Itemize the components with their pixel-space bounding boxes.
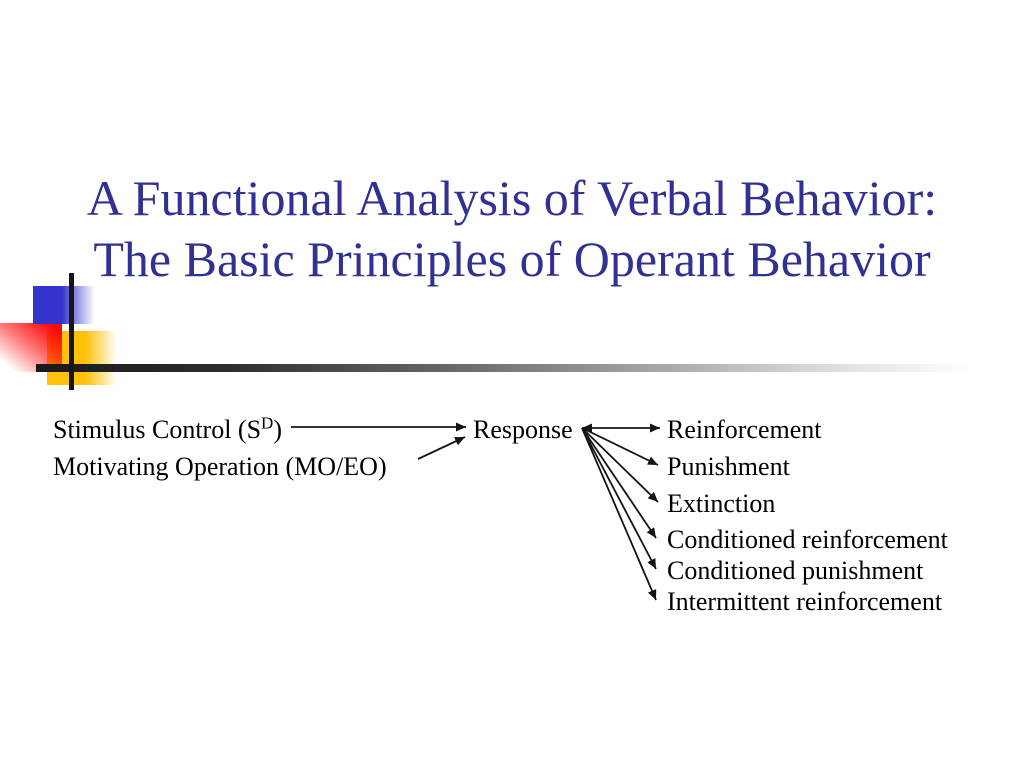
decoration-blue-square: [33, 286, 97, 324]
slide-title-line2: The Basic Principles of Operant Behavior: [93, 231, 931, 287]
arrow-response-to-intermittent-reinforcement: [581, 427, 657, 601]
consequence-label-intermittent-reinforcement: Intermittent reinforcement: [667, 587, 943, 616]
arrow-response-to-punishment: [581, 427, 659, 466]
title-divider-bar: [36, 364, 1000, 372]
consequence-label-conditioned-reinforcement: Conditioned reinforcement: [667, 525, 948, 554]
stimulus-control-prefix: Stimulus Control (S: [53, 415, 262, 444]
stimulus-control-label: Stimulus Control (SD): [53, 414, 282, 446]
response-label: Response: [473, 415, 573, 444]
consequence-label-extinction: Extinction: [667, 489, 776, 518]
stimulus-control-suffix: ): [273, 415, 282, 444]
arrow-motivating-to-response: [417, 436, 466, 460]
consequence-label-punishment: Punishment: [667, 452, 790, 481]
arrow-response-to-extinction: [581, 427, 659, 503]
motivating-operation-label: Motivating Operation (MO/EO): [53, 452, 387, 481]
decoration-vertical-line: [69, 273, 74, 390]
arrow-response-to-conditioned-reinforcement: [581, 427, 657, 539]
arrow-response-to-conditioned-punishment: [581, 427, 657, 570]
slide-title-line1: A Functional Analysis of Verbal Behavior…: [86, 170, 938, 226]
consequence-label-conditioned-punishment: Conditioned punishment: [667, 556, 924, 585]
stimulus-control-superscript: D: [261, 413, 274, 433]
slide-title: A Functional Analysis of Verbal Behavior…: [0, 168, 1024, 290]
consequence-label-reinforcement: Reinforcement: [667, 415, 822, 444]
decoration-red-square: [0, 323, 62, 372]
